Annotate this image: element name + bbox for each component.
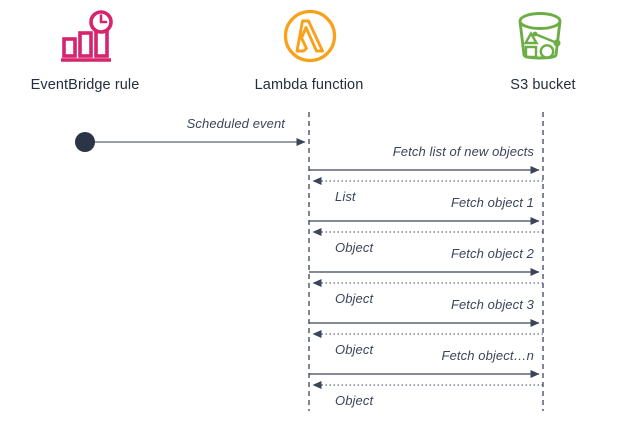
participant-label-eventbridge: EventBridge rule <box>30 77 140 93</box>
participant-label-lambda: Lambda function <box>254 77 364 93</box>
start-node <box>75 132 95 152</box>
message-label-fetch-object-2: Fetch object 2 <box>450 246 534 261</box>
message-label-list: List <box>335 189 356 204</box>
message-label-object-2: Object <box>335 291 374 306</box>
s3-bucket-icon <box>509 8 571 71</box>
eventbridge-icon <box>57 8 115 71</box>
message-label-object-3: Object <box>335 342 374 357</box>
participant-label-s3: S3 bucket <box>510 77 576 93</box>
message-label-object-n: Object <box>335 393 374 408</box>
lambda-icon <box>282 8 338 69</box>
message-label-fetch-list: Fetch list of new objects <box>392 144 534 159</box>
message-label-fetch-object-3: Fetch object 3 <box>450 297 534 312</box>
message-label-scheduled-event: Scheduled event <box>186 116 285 131</box>
message-label-fetch-object-1: Fetch object 1 <box>450 195 534 210</box>
message-label-fetch-object-n: Fetch object…n <box>441 348 534 363</box>
message-label-object-1: Object <box>335 240 374 255</box>
